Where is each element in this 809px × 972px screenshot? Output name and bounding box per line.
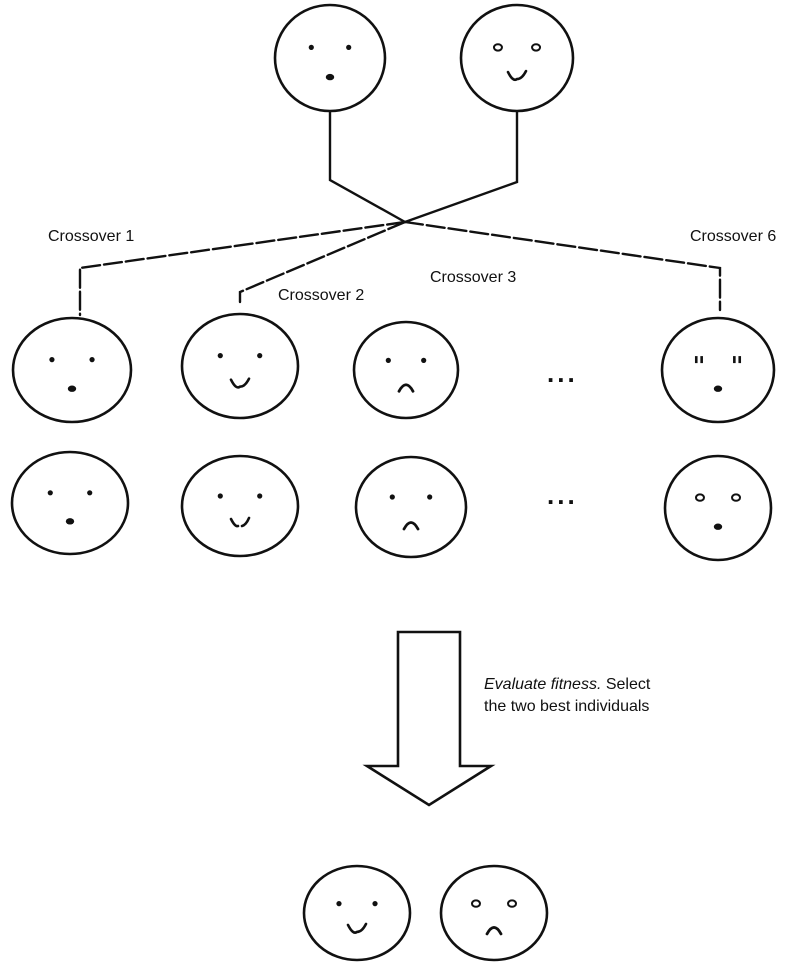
selection-arrow	[362, 630, 496, 807]
crossover-2-line	[238, 220, 407, 304]
offspring-row2-face-1	[10, 450, 130, 556]
eye-right	[531, 43, 542, 52]
crossover-1-label: Crossover 1	[48, 228, 135, 245]
mouth	[65, 518, 75, 525]
selection-caption: Evaluate fitness. Select the two best in…	[484, 674, 650, 718]
face-outline	[302, 864, 412, 962]
eye-right	[733, 356, 742, 364]
crossover-2-label: Crossover 2	[278, 287, 365, 304]
crossover-1-line	[78, 220, 407, 317]
eye-left	[336, 901, 342, 907]
eye-left	[217, 353, 223, 359]
eye-left	[47, 490, 53, 496]
eye-left	[385, 357, 391, 363]
eye-right	[731, 493, 742, 502]
eye-left	[470, 899, 481, 908]
parent-1-connector	[328, 106, 407, 224]
selected-face-2	[439, 864, 549, 962]
offspring-row1-face-4	[660, 316, 776, 424]
eye-left	[389, 494, 395, 500]
mouth	[397, 383, 415, 393]
eye-right	[346, 44, 352, 51]
eye-left	[308, 44, 314, 51]
offspring-row1-face-1	[11, 316, 133, 424]
eye-left	[217, 493, 223, 499]
face-outline	[352, 320, 460, 420]
caption-italic: Evaluate fitness.	[484, 676, 602, 693]
offspring-row2-face-2	[180, 454, 300, 558]
offspring-row2-face-4	[663, 454, 773, 562]
selected-face-1	[302, 864, 412, 962]
eye-left	[492, 43, 503, 52]
mouth	[346, 922, 368, 934]
eye-right	[257, 493, 263, 499]
mouth	[229, 377, 251, 389]
mouth	[402, 521, 420, 531]
face-outline	[10, 450, 130, 556]
face-outline	[180, 312, 300, 420]
ellipsis-row-1: ...	[547, 358, 578, 388]
face-outline	[273, 3, 387, 113]
eye-right	[427, 494, 433, 500]
mouth	[713, 523, 723, 530]
face-outline	[439, 864, 549, 962]
ellipsis-row-2: ...	[547, 480, 578, 510]
mouth	[506, 69, 528, 82]
caption-line1-rest: Select	[601, 676, 651, 693]
crossover-6-line	[403, 220, 722, 312]
face-outline	[354, 455, 468, 559]
parent-face-2	[459, 3, 575, 113]
mouth	[485, 926, 503, 936]
crossover-6-label: Crossover 6	[690, 228, 777, 245]
eye-left	[694, 493, 705, 502]
eye-left	[49, 357, 55, 363]
offspring-row2-face-3	[354, 455, 468, 559]
parent-face-1	[273, 3, 387, 113]
mouth	[229, 516, 251, 528]
offspring-row1-face-2	[180, 312, 300, 420]
offspring-row1-face-3	[352, 320, 460, 420]
face-outline	[11, 316, 133, 424]
face-outline	[180, 454, 300, 558]
eye-right	[421, 357, 427, 363]
eye-right	[507, 899, 518, 908]
parent-2-connector	[403, 106, 519, 224]
face-outline	[663, 454, 773, 562]
mouth	[713, 385, 723, 392]
eye-right	[257, 353, 263, 359]
eye-right	[372, 901, 378, 907]
eye-left	[694, 356, 703, 364]
mouth	[67, 385, 77, 392]
face-outline	[660, 316, 776, 424]
mouth	[325, 73, 335, 81]
crossover-3-label: Crossover 3	[430, 269, 517, 286]
eye-right	[87, 490, 93, 496]
face-outline	[459, 3, 575, 113]
eye-right	[89, 357, 95, 363]
caption-line2: the two best individuals	[484, 698, 650, 715]
